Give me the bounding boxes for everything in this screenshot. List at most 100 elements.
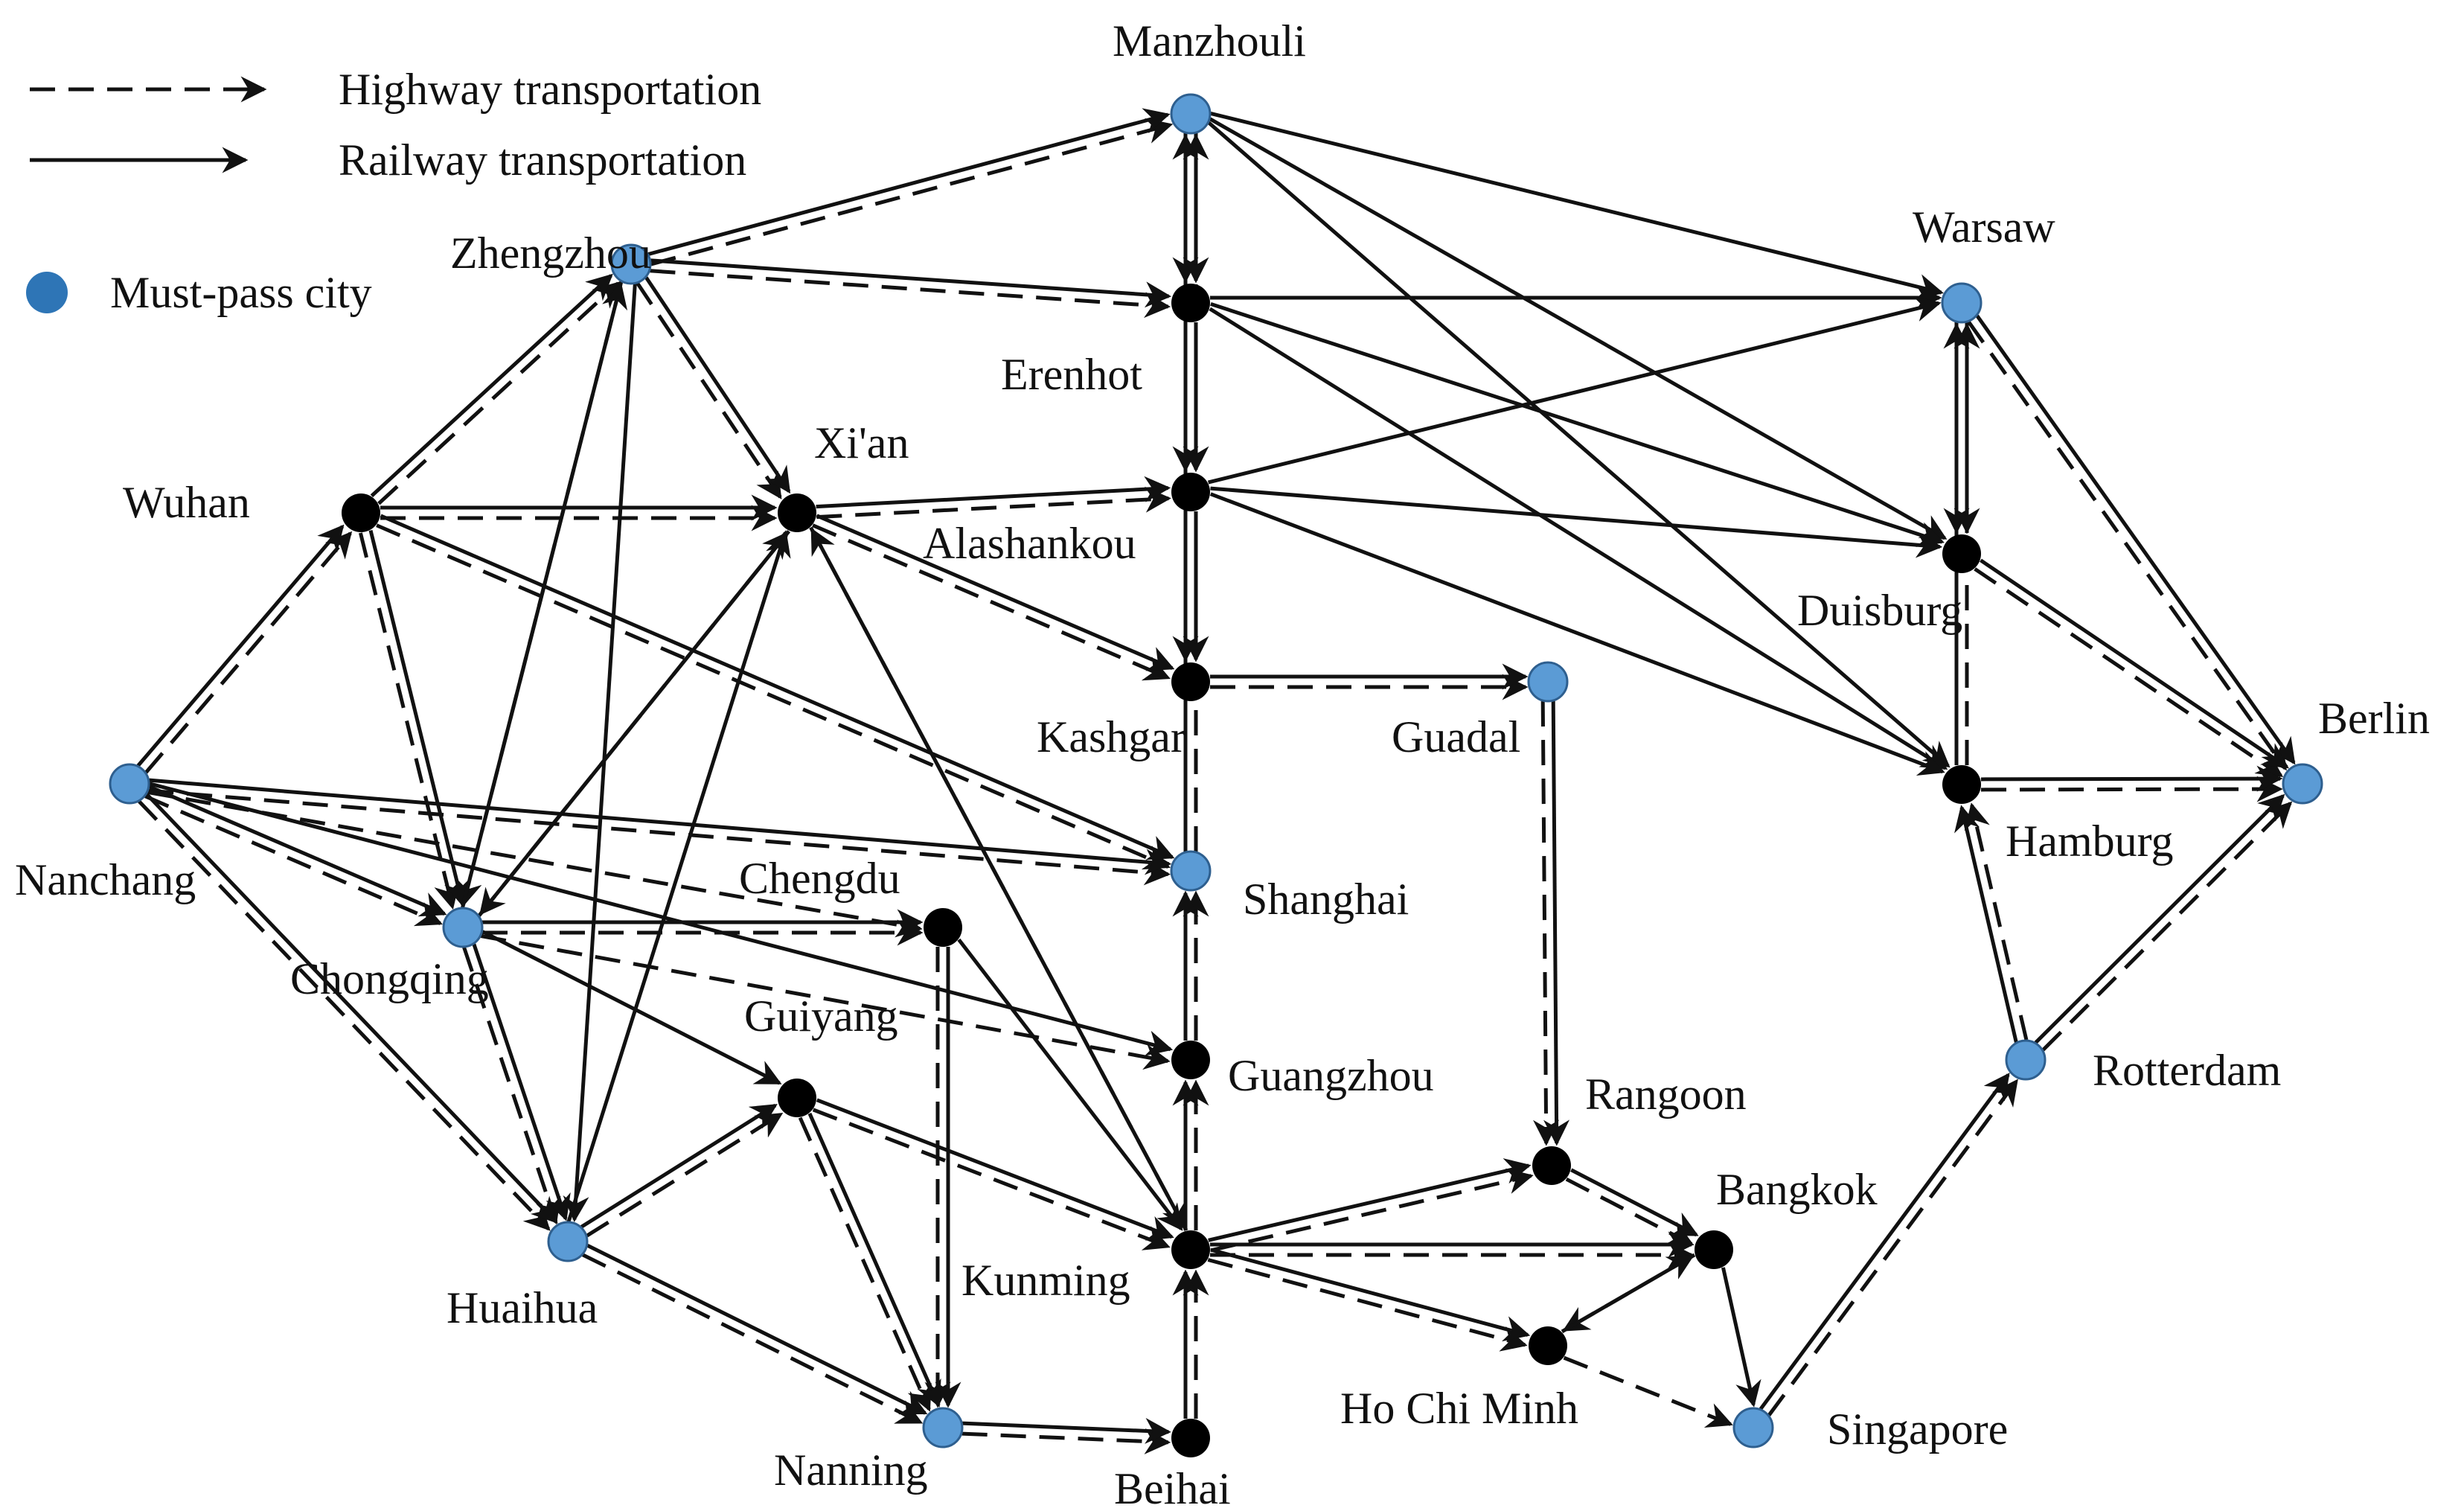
city-node-duisburg: [1942, 534, 1981, 573]
city-node-hochiminh: [1529, 1326, 1567, 1365]
city-label-duisburg: Duisburg: [1797, 586, 1962, 635]
railway-edge-chongqing-zhengzhou: [461, 281, 628, 908]
highway-edge-rotterdam-hamburg: [1964, 802, 2029, 1041]
city-label-hochiminh: Ho Chi Minh: [1340, 1384, 1578, 1433]
highway-edge-xian-alashankou: [816, 486, 1171, 520]
railway-edges: [136, 108, 2296, 1444]
city-node-rotterdam: [2005, 1039, 2047, 1081]
railway-edge-manzhouli-hamburg: [1207, 121, 1951, 768]
city-label-berlin: Berlin: [2318, 694, 2430, 743]
city-node-warsaw: [1941, 282, 1983, 324]
railway-edge-erenhot-duisburg: [1210, 302, 1945, 547]
legend-highway-label: Highway transportation: [339, 65, 761, 114]
highway-edge-rangoon-bangkok: [1565, 1177, 1695, 1246]
city-node-chongqing: [442, 907, 484, 948]
city-node-zhengzhou: [610, 243, 652, 285]
city-node-alashankou: [1171, 473, 1210, 511]
city-label-wuhan: Wuhan: [123, 478, 250, 527]
highway-edge-wuhan-zhengzhou: [377, 281, 621, 505]
city-label-nanchang: Nanchang: [15, 855, 196, 904]
city-node-rangoon: [1532, 1146, 1571, 1185]
city-label-rangoon: Rangoon: [1585, 1070, 1747, 1119]
railway-edge-kunming-rangoon: [1208, 1158, 1532, 1242]
railway-edge-zhengzhou-manzhouli: [647, 108, 1171, 256]
legend: Highway transportation Railway transport…: [26, 65, 761, 317]
city-node-hamburg: [1942, 765, 1981, 804]
city-node-nanchang: [109, 763, 150, 805]
highway-edge-wuhan-chongqing: [358, 532, 460, 910]
highway-edge-zhengzhou-erenhot: [650, 269, 1171, 319]
railway-edge-huaihua-guiyang: [580, 1103, 778, 1229]
city-node-guadal: [1527, 661, 1569, 703]
railway-edge-bangkok-singapore: [1721, 1267, 1761, 1408]
legend-mustpass-label: Must-pass city: [110, 268, 372, 317]
city-node-berlin: [2282, 763, 2323, 805]
highway-edge-hamburg-berlin: [1981, 776, 2283, 802]
highway-edge-warsaw-berlin: [1967, 320, 2287, 771]
railway-edge-zhengzhou-xian: [644, 276, 791, 494]
highway-edge-kunming-rangoon: [1210, 1168, 1534, 1253]
railway-edge-xian-kunming: [809, 526, 1187, 1230]
city-label-nanning: Nanning: [774, 1445, 928, 1495]
railway-edge-nanchang-wuhan: [136, 524, 345, 767]
railway-edge-xian-alashankou: [816, 476, 1171, 509]
highway-edge-guiyang-nanning: [798, 1117, 932, 1412]
highway-edge-hochiminh-singapore: [1563, 1355, 1733, 1428]
city-label-alashankou: Alashankou: [923, 519, 1136, 568]
railway-edge-chongqing-huaihua: [472, 943, 571, 1221]
city-node-guiyang: [778, 1079, 816, 1117]
city-label-kunming: Kunming: [961, 1256, 1130, 1305]
railway-edge-hochiminh-bangkok: [1561, 1254, 1695, 1334]
railway-edge-wuhan-zhengzhou: [370, 273, 613, 498]
city-label-zhengzhou: Zhengzhou: [450, 229, 651, 278]
city-nodes: [109, 93, 2323, 1457]
railway-edge-nanning-beihai: [962, 1417, 1171, 1444]
highway-edge-guadal-rangoon: [1533, 701, 1560, 1146]
highway-edge-huaihua-guiyang: [586, 1112, 784, 1238]
city-node-chengdu: [924, 908, 962, 947]
railway-edge-alashankou-warsaw: [1207, 296, 1942, 485]
highway-edge-chongqing-guangzhou: [480, 934, 1171, 1070]
railway-edge-nanchang-guangzhou: [149, 782, 1174, 1056]
city-node-shanghai: [1170, 850, 1212, 892]
railway-edge-chengdu-kunming: [957, 938, 1183, 1231]
highway-edge-wuhan-shanghai: [376, 523, 1171, 870]
legend-mustpass-marker: [26, 272, 68, 313]
city-label-kashgar: Kashgar: [1037, 712, 1185, 761]
city-label-shanghai: Shanghai: [1243, 875, 1409, 924]
railway-edge-alashankou-duisburg: [1210, 486, 1943, 558]
railway-edge-guiyang-kunming: [816, 1098, 1174, 1241]
city-node-erenhot: [1171, 284, 1210, 322]
highway-edge-kunming-hochiminh: [1207, 1258, 1528, 1352]
city-label-guangzhou: Guangzhou: [1228, 1051, 1434, 1100]
highway-edge-singapore-rotterdam: [1767, 1079, 2018, 1416]
city-label-huaihua: Huaihua: [447, 1283, 598, 1332]
city-label-beihai: Beihai: [1114, 1464, 1231, 1511]
city-label-singapore: Singapore: [1827, 1405, 2008, 1454]
highway-edge-xian-kashgar: [812, 523, 1171, 681]
city-node-huaihua: [547, 1221, 589, 1262]
legend-railway-label: Railway transportation: [339, 135, 746, 185]
city-node-guangzhou: [1171, 1041, 1210, 1079]
city-label-warsaw: Warsaw: [1913, 202, 2055, 252]
highway-edge-duisburg-berlin: [1974, 567, 2284, 778]
city-label-chongqing: Chongqing: [290, 954, 489, 1003]
city-node-kashgar: [1171, 662, 1210, 701]
highway-edge-nanchang-chongqing: [144, 794, 443, 927]
highway-edge-chongqing-huaihua: [462, 947, 561, 1225]
city-node-nanning: [922, 1407, 964, 1448]
railway-edge-nanchang-shanghai: [149, 778, 1172, 875]
highway-edge-rotterdam-berlin: [2041, 801, 2293, 1052]
city-label-guiyang: Guiyang: [744, 991, 898, 1041]
railway-edge-manzhouli-duisburg: [1209, 117, 1948, 540]
city-label-chengdu: Chengdu: [739, 854, 900, 903]
railway-edge-nanchang-huaihua: [145, 793, 558, 1224]
city-labels: ManzhouliErenhotAlashankouKashgarZhengzh…: [15, 16, 2430, 1511]
railway-edge-huaihua-nanning: [586, 1244, 928, 1415]
highway-edge-zhengzhou-manzhouli: [650, 118, 1174, 266]
railway-edge-zhengzhou-erenhot: [650, 258, 1172, 308]
city-node-xian: [778, 493, 816, 532]
railway-edge-wuhan-chongqing: [368, 529, 470, 907]
railway-edge-manzhouli-warsaw: [1210, 111, 1944, 300]
